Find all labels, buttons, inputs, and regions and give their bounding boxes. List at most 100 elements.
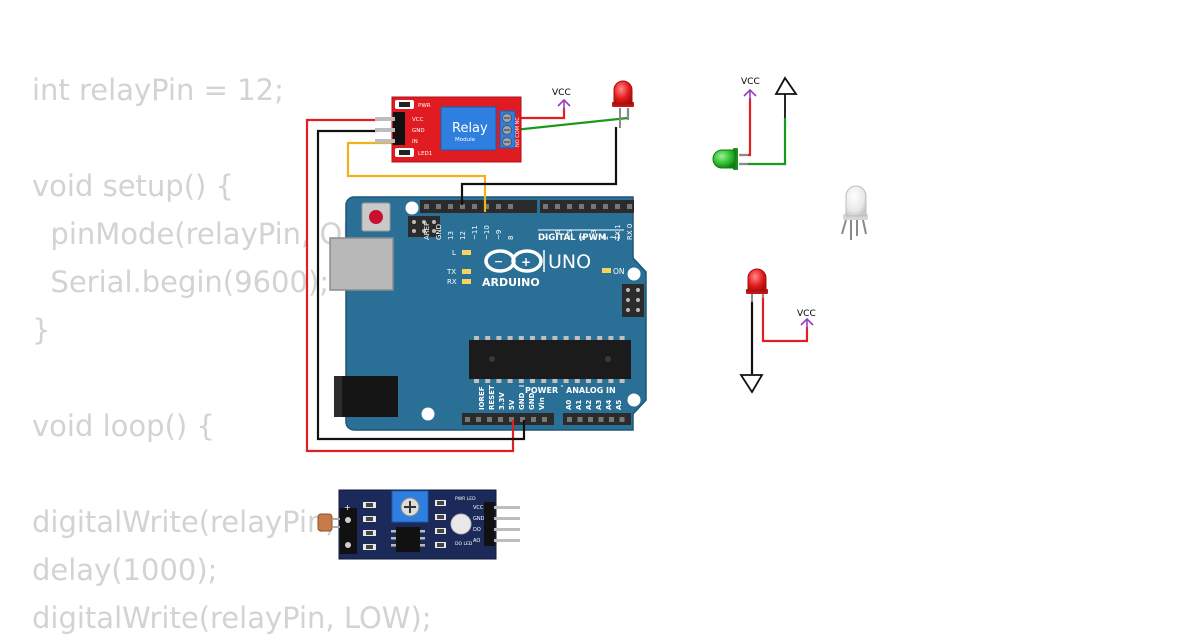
led-on-label: ON <box>613 267 625 276</box>
digital-pin-socket[interactable] <box>424 204 429 209</box>
digital-pin-socket[interactable] <box>508 204 513 209</box>
digital-pin-socket[interactable] <box>496 204 501 209</box>
digital-pin-socket[interactable] <box>591 204 596 209</box>
sensor-gnd-label: GND <box>473 516 485 522</box>
uno-model-label: UNO <box>548 251 591 273</box>
digital-pin-socket[interactable] <box>448 204 453 209</box>
power-pin-socket[interactable] <box>509 417 514 422</box>
chip-pin <box>552 379 558 383</box>
chip-pin <box>485 379 491 383</box>
power-pin-socket[interactable] <box>531 417 536 422</box>
wire-yellow-signal-pin12[interactable] <box>346 141 487 212</box>
ldr-light-sensor-module[interactable]: + PWR LED DO LED VCC GND DO AO <box>317 489 520 560</box>
led-rx-indicator <box>462 279 471 284</box>
chip-pin <box>530 379 535 383</box>
power-pin-label: 3.3V <box>498 392 506 410</box>
digital-pin-label: 4 <box>578 235 586 240</box>
wire-green-green-led-out[interactable] <box>739 118 787 166</box>
digital-header-left <box>420 200 537 213</box>
digital-pin-socket[interactable] <box>472 204 477 209</box>
digital-pin-socket[interactable] <box>567 204 572 209</box>
chip-pin <box>507 379 513 383</box>
digital-pin-socket[interactable] <box>555 204 560 209</box>
relay-pin-header <box>393 112 405 145</box>
digital-pin-label: GND <box>435 224 443 240</box>
power-pin-socket[interactable] <box>476 417 481 422</box>
comparator-ic <box>396 527 420 552</box>
chip-pin <box>496 379 502 383</box>
red-led-1[interactable] <box>612 80 634 128</box>
digital-pin-socket[interactable] <box>460 204 465 209</box>
digital-pin-label: ~11 <box>471 225 479 240</box>
digital-pin-label: 8 <box>507 236 515 240</box>
relay-module[interactable]: PWR VCC GND IN LED1 Relay Module NO COM … <box>375 96 522 163</box>
white-led[interactable] <box>841 185 868 240</box>
dc-power-jack <box>334 376 398 417</box>
analog-pin-socket[interactable] <box>619 417 625 422</box>
chip-pin <box>518 379 524 383</box>
digital-pin-socket[interactable] <box>579 204 584 209</box>
sensor-vcc-label: VCC <box>473 505 484 511</box>
reset-button-cap[interactable] <box>369 210 383 224</box>
power-label: POWER <box>525 386 558 395</box>
digital-pin-socket[interactable] <box>603 204 608 209</box>
power-pin-socket[interactable] <box>487 417 492 422</box>
code-line: delay(1000); <box>32 553 218 587</box>
analog-pin-socket[interactable] <box>567 417 572 422</box>
analog-pin-label: A4 <box>605 400 613 410</box>
wire-black-gnd[interactable] <box>316 129 526 441</box>
arduino-brand-label: ARDUINO <box>482 276 540 289</box>
digital-pin-label: ~3 <box>590 230 598 240</box>
wire-black-led-gnd[interactable] <box>460 127 618 205</box>
power-pin-socket[interactable] <box>520 417 525 422</box>
power-pin-socket[interactable] <box>498 417 503 422</box>
wires[interactable] <box>305 98 809 453</box>
digital-pin-socket[interactable] <box>627 204 632 209</box>
digital-pin-socket[interactable] <box>615 204 620 209</box>
relay-component <box>440 106 497 151</box>
power-arrow-up-symbol <box>774 76 798 118</box>
sensor-do-led-label: DO LED <box>455 541 473 547</box>
wire-red-vcc-5v[interactable] <box>305 118 515 453</box>
wire-red-relay-com-vcc[interactable] <box>514 108 566 120</box>
digital-pwm-label: DIGITAL (PWM ~) <box>538 233 620 243</box>
svg-text:+: + <box>344 503 351 512</box>
analog-pin-socket[interactable] <box>588 417 593 422</box>
digital-pin-label: RX 0 <box>626 224 634 240</box>
chip-pin <box>530 336 535 340</box>
digital-header-right <box>540 200 634 213</box>
mounting-hole <box>627 267 641 281</box>
relay-terminal-labels: NO COM NC <box>515 117 521 147</box>
led-tx-label: TX <box>446 268 456 276</box>
analog-pin-socket[interactable] <box>609 417 614 422</box>
relay-gnd-label: GND <box>412 128 425 134</box>
mounting-hole <box>405 201 419 215</box>
red-led-2[interactable] <box>746 268 768 302</box>
atmega328-chip <box>469 336 631 383</box>
digital-pin-label: AREF <box>423 222 431 240</box>
chip-pin <box>474 336 479 340</box>
mounting-hole <box>421 407 435 421</box>
wire-red-green-led-vcc[interactable] <box>739 98 752 157</box>
digital-pin-socket[interactable] <box>436 204 441 209</box>
analog-pin-socket[interactable] <box>598 417 604 422</box>
green-led[interactable] <box>712 148 748 170</box>
chip-pin <box>496 336 502 340</box>
analog-pin-socket[interactable] <box>577 417 583 422</box>
power-pin-socket[interactable] <box>542 417 547 422</box>
ground-triangle-symbol <box>739 374 764 394</box>
sensor-do-label: DO <box>473 527 481 533</box>
digital-pin-socket[interactable] <box>484 204 489 209</box>
code-line: int relayPin = 12; <box>32 73 284 107</box>
sensor-ao-label: AO <box>473 538 480 544</box>
code-line: } <box>32 313 51 347</box>
code-line: void setup() { <box>32 169 234 203</box>
digital-pin-socket[interactable] <box>543 204 548 209</box>
relay-in-label: IN <box>412 139 418 145</box>
power-pin-socket[interactable] <box>465 417 470 422</box>
wire-red-led3-vcc[interactable] <box>761 295 809 343</box>
